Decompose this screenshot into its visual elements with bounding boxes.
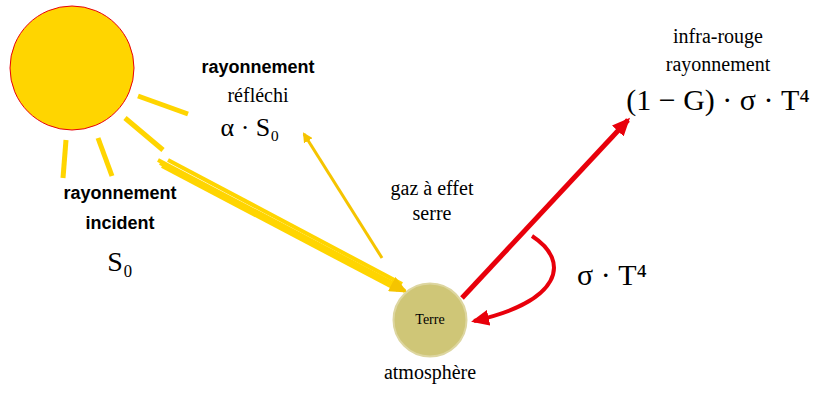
back-radiation-arrow [474,236,554,321]
node-label: Terre [415,312,444,328]
text-label: rayonnement [201,57,314,78]
text-label: σ · T⁴ [577,258,647,293]
sun [10,6,134,130]
text-label: incident [85,213,154,234]
node-heading: atmosphère [384,361,476,384]
text-label: réfléchi [227,84,288,107]
text-label: serre [413,202,452,225]
earth-circle: Terreatmosphère [392,282,468,358]
reflected-arrow [304,134,382,258]
text-label: α · S₀ [221,113,280,143]
text-label: (1 − G) · σ · T⁴ [626,83,810,118]
text-label: gaz à effet [391,177,474,200]
text-label: infra-rouge [673,25,763,48]
text-label: S₀ [107,246,132,278]
text-label: rayonnement [63,183,176,204]
incident-beam [158,160,405,291]
text-label: rayonnement [666,53,770,76]
